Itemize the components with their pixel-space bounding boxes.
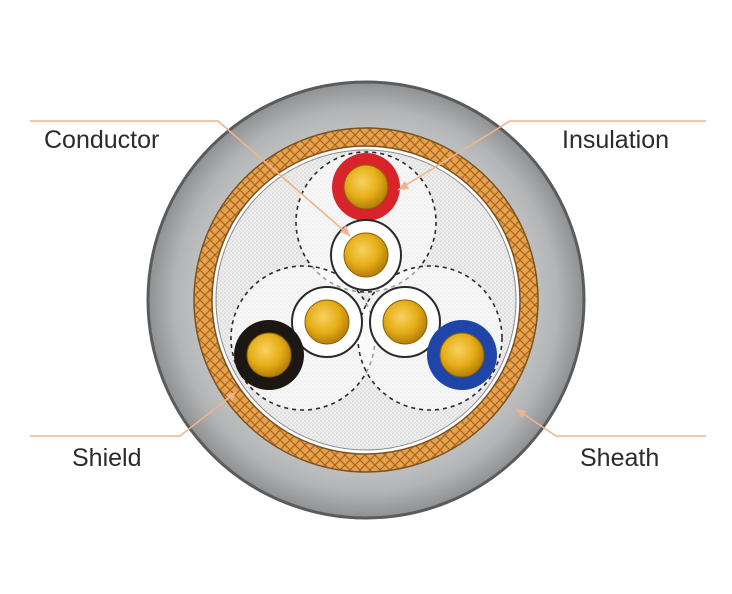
- core-red: [332, 153, 400, 221]
- leader-conductor: [30, 120, 351, 237]
- label-conductor: Conductor: [44, 126, 160, 154]
- core-blue: [427, 320, 497, 390]
- core-black: [234, 320, 304, 390]
- label-sheath: Sheath: [580, 444, 660, 472]
- leader-shield: [30, 391, 237, 437]
- core-white-left: [291, 286, 363, 358]
- leader-shield-arrow: [226, 392, 236, 401]
- leader-conductor-arrow: [340, 225, 350, 236]
- leader-insulation: [397, 120, 706, 191]
- leader-sheath-arrow: [516, 409, 526, 418]
- leader-lines: [30, 120, 706, 437]
- leader-insulation-arrow: [398, 181, 409, 190]
- leader-sheath: [515, 408, 706, 437]
- label-shield: Shield: [72, 444, 142, 472]
- core-white-top: [330, 219, 402, 291]
- label-insulation: Insulation: [562, 126, 670, 154]
- core-white-right: [369, 286, 441, 358]
